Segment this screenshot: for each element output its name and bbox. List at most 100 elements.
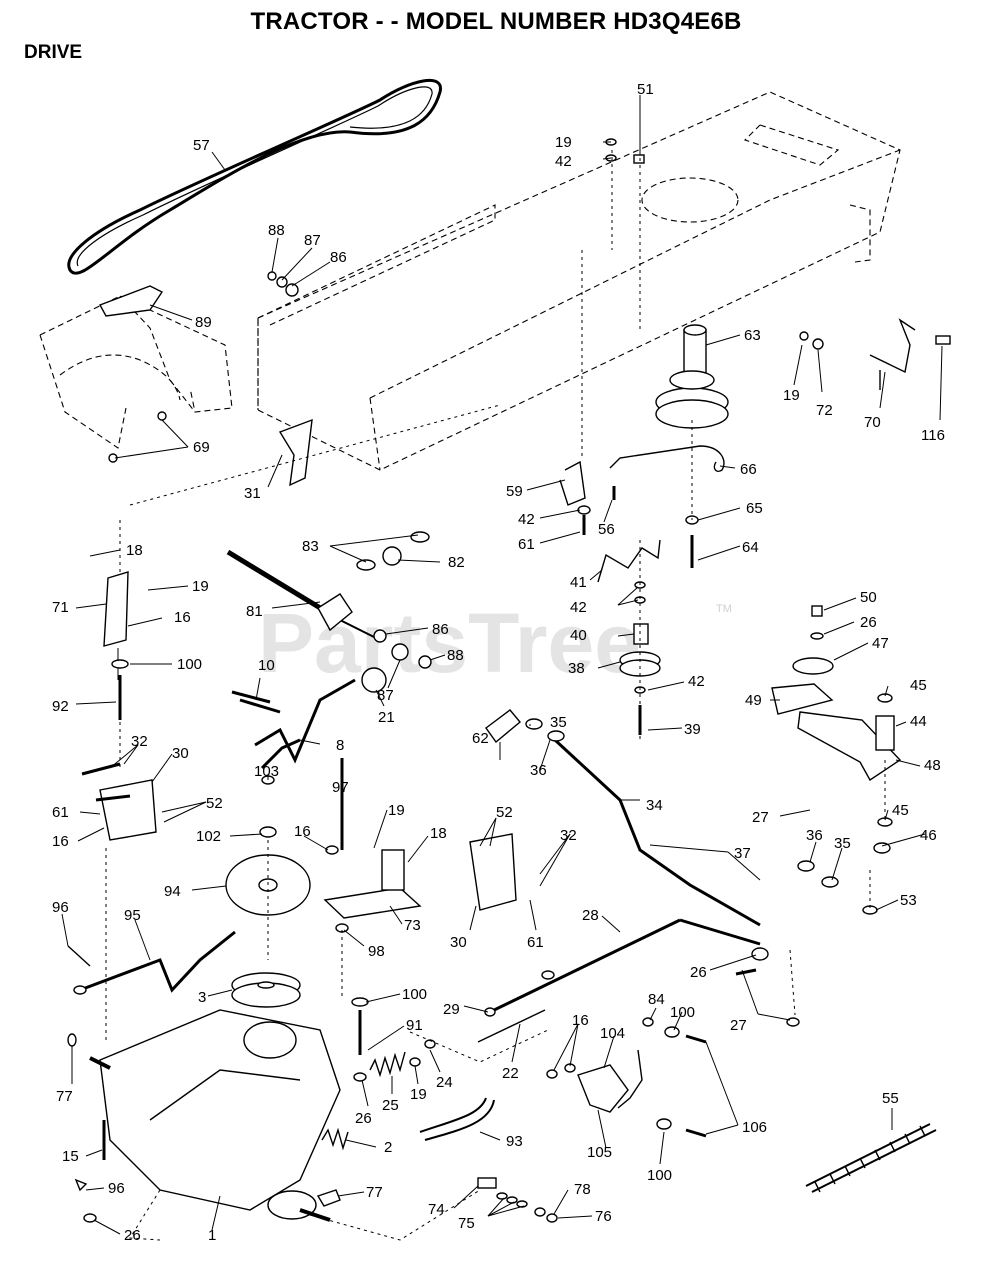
callout-31: 31 (244, 485, 261, 502)
callout-45: 45 (910, 677, 927, 694)
callout-84: 84 (648, 991, 665, 1008)
callout-105: 105 (587, 1144, 612, 1161)
idler-pulley-47 (792, 657, 834, 675)
callout-63: 63 (744, 327, 761, 344)
callout-41: 41 (570, 574, 587, 591)
small-hardware (67, 138, 893, 1223)
callout-92: 92 (52, 698, 69, 715)
bracket-30a (99, 779, 157, 841)
callout-3: 3 (198, 989, 206, 1006)
spring-55 (805, 1123, 937, 1193)
washer-86 (373, 629, 387, 643)
arm-41 (597, 539, 661, 583)
callout-19: 19 (192, 578, 209, 595)
engine-pulley (655, 324, 729, 429)
callout-100: 100 (177, 656, 202, 673)
callout-26: 26 (124, 1227, 141, 1244)
callout-36: 36 (530, 762, 547, 779)
callout-25: 25 (382, 1097, 399, 1114)
callout-94: 94 (164, 883, 181, 900)
callout-116: 116 (921, 427, 945, 444)
callout-100: 100 (670, 1004, 695, 1021)
washer-83a (356, 559, 376, 571)
nut-88 (418, 655, 432, 669)
callout-61: 61 (52, 804, 69, 821)
callout-106: 106 (742, 1119, 767, 1136)
callout-62: 62 (472, 730, 489, 747)
callout-52: 52 (206, 795, 223, 812)
callout-34: 34 (646, 797, 663, 814)
callout-95: 95 (124, 907, 141, 924)
callout-27: 27 (752, 809, 769, 826)
bracket-71 (103, 571, 129, 647)
callout-18: 18 (430, 825, 447, 842)
callout-102: 102 (196, 828, 221, 845)
callout-21: 21 (378, 709, 395, 726)
callout-19: 19 (410, 1086, 427, 1103)
callout-28: 28 (582, 907, 599, 924)
callout-87: 87 (304, 232, 321, 249)
callout-49: 49 (745, 692, 762, 709)
callout-59: 59 (506, 483, 523, 500)
callout-labels: 51 19 42 57 88 87 86 89 63 19 72 70 116 … (52, 81, 945, 1244)
callout-35: 35 (550, 714, 567, 731)
callout-86: 86 (330, 249, 347, 266)
callout-30: 30 (172, 745, 189, 762)
bracket-30b (469, 833, 517, 911)
callout-40: 40 (570, 627, 587, 644)
spacer-40 (633, 623, 649, 645)
callout-87: 87 (377, 687, 394, 704)
callout-26: 26 (355, 1110, 372, 1127)
callout-57: 57 (193, 137, 210, 154)
pedal-rod (254, 678, 356, 770)
section-label: DRIVE (24, 42, 83, 63)
callout-53: 53 (900, 892, 917, 909)
callout-88: 88 (268, 222, 285, 239)
shift-knob (73, 985, 87, 995)
callout-35: 35 (834, 835, 851, 852)
drive-belt (67, 78, 442, 275)
callout-100: 100 (647, 1167, 672, 1184)
brake-rod (489, 918, 761, 1014)
rod-22 (477, 1009, 546, 1043)
callout-77: 77 (366, 1184, 383, 1201)
callout-98: 98 (368, 943, 385, 960)
callout-55: 55 (882, 1090, 899, 1107)
callout-42: 42 (518, 511, 535, 528)
callout-52: 52 (496, 804, 513, 821)
callout-61: 61 (527, 934, 544, 951)
callout-86: 86 (432, 621, 449, 638)
callout-38: 38 (568, 660, 585, 677)
callout-36: 36 (806, 827, 823, 844)
bracket-105 (577, 1064, 629, 1113)
callout-72: 72 (816, 402, 833, 419)
belt-keeper-rod (869, 318, 916, 374)
callout-16: 16 (294, 823, 311, 840)
callout-47: 47 (872, 635, 889, 652)
callout-75: 75 (458, 1215, 475, 1232)
callout-104: 104 (600, 1025, 625, 1042)
callout-96: 96 (108, 1180, 125, 1197)
transaxle-pulley (231, 972, 301, 1008)
callout-19: 19 (555, 134, 572, 151)
drive-belt-inner (76, 86, 433, 267)
callout-77: 77 (56, 1088, 73, 1105)
bushing-44 (875, 715, 895, 751)
callout-18: 18 (126, 542, 143, 559)
idler-arm (797, 711, 902, 782)
callout-56: 56 (598, 521, 615, 538)
callout-37: 37 (734, 845, 751, 862)
callout-48: 48 (924, 757, 941, 774)
callout-78: 78 (574, 1181, 591, 1198)
watermark-trademark: TM (716, 603, 732, 615)
washer-87 (391, 643, 409, 661)
ball-21 (361, 667, 387, 693)
routing-lines (105, 95, 886, 1241)
callout-19: 19 (783, 387, 800, 404)
callout-29: 29 (443, 1001, 460, 1018)
callout-45: 45 (892, 802, 909, 819)
callout-15: 15 (62, 1148, 79, 1165)
spring-2 (321, 1127, 349, 1151)
hex-bolt-116 (935, 335, 951, 345)
